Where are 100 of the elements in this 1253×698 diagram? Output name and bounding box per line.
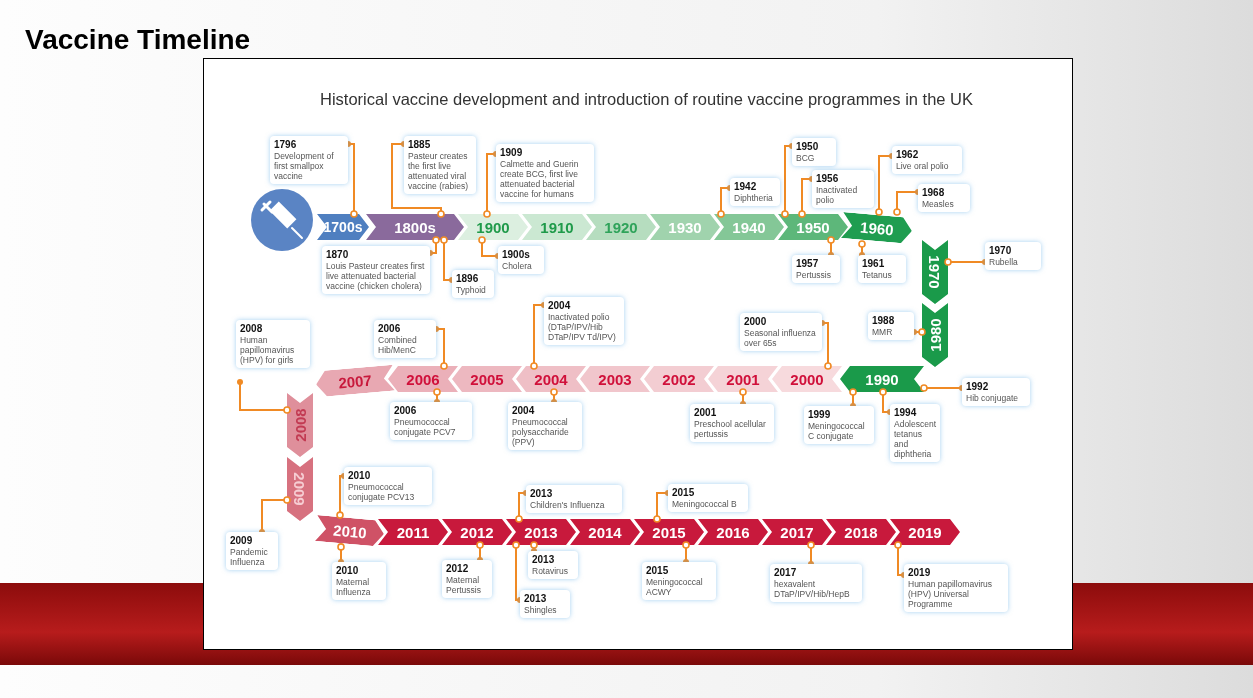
- year-label: 2006: [394, 405, 418, 417]
- leader-line: [550, 388, 558, 405]
- callout-card: [812, 170, 874, 208]
- event-text: Pneumococcal conjugate PCV7: [394, 417, 457, 437]
- leader-line: [944, 258, 988, 266]
- callout-card: [868, 312, 914, 340]
- event-text: Pneumococcal polysaccharide (PPV): [512, 417, 570, 447]
- leader-line: [827, 236, 835, 258]
- leader-line: [427, 236, 440, 256]
- leader-line: [433, 326, 448, 370]
- year-label: 1950: [796, 141, 820, 153]
- event-text: Adolescent tetanus and diphtheria: [894, 419, 936, 459]
- timeline-segment: 2014: [570, 519, 640, 545]
- timeline-segment: 1930: [650, 214, 720, 240]
- leader-line: [858, 240, 866, 258]
- event-text: Human papillomavirus (HPV) Universal Programme: [908, 579, 994, 609]
- callout-card: [544, 297, 624, 345]
- event-text: Shingles: [524, 605, 558, 615]
- event-text: Pertussis: [796, 270, 832, 280]
- leader-line: [781, 143, 795, 218]
- figure-heading: Historical vaccine development and introduction of routine vaccine programmes in the UK: [320, 90, 973, 109]
- leader-line: [920, 384, 965, 392]
- year-label: 2010: [336, 565, 360, 577]
- year-label: 2010: [348, 470, 372, 482]
- event-text: Cholera: [502, 261, 533, 271]
- callout-card: [498, 246, 544, 274]
- leader-line: [345, 141, 358, 218]
- event-text: Measles: [922, 199, 955, 209]
- leader-line: [849, 388, 857, 409]
- event-text: Maternal Pertussis: [446, 575, 482, 595]
- event-text: Development of first smallpox vaccine: [274, 151, 335, 181]
- timeline-segment: 1920: [586, 214, 656, 240]
- event-text: Combined Hib/MenC: [378, 335, 418, 355]
- year-label: 2019: [908, 567, 932, 579]
- year-label: 1999: [808, 409, 832, 421]
- leader-line: [259, 496, 291, 535]
- year-label: 1942: [734, 181, 758, 193]
- year-label: 2006: [378, 323, 402, 335]
- year-label: 1994: [894, 407, 918, 419]
- leader-line: [483, 151, 499, 218]
- event-text: Meningococcal B: [672, 499, 738, 509]
- callout-card: [322, 246, 430, 294]
- year-label: 1988: [872, 315, 896, 327]
- callout-card: [668, 484, 748, 512]
- event-text: Live oral polio: [896, 161, 950, 171]
- year-label: 2013: [532, 554, 556, 566]
- event-text: hexavalent DTaP/IPV/Hib/HepB: [774, 579, 851, 599]
- event-text: Hib conjugate: [966, 393, 1019, 403]
- callout-card: [962, 378, 1030, 406]
- year-label: 1961: [862, 258, 886, 270]
- year-label: 1957: [796, 258, 820, 270]
- leader-line: [739, 388, 747, 407]
- year-label: 2015: [672, 487, 696, 499]
- event-text: Inactivated polio (DTaP/IPV/Hib DTaP/IPV Td/IPV): [548, 312, 617, 342]
- callout-card: [332, 562, 386, 600]
- callout-card: [890, 404, 940, 462]
- leader-line: [391, 141, 445, 218]
- event-text: Maternal Influenza: [336, 577, 372, 597]
- event-text: Pneumococcal conjugate PCV13: [348, 482, 416, 502]
- callout-card: [804, 406, 874, 444]
- timeline-segment: 2018: [826, 519, 896, 545]
- callout-card: [508, 402, 582, 450]
- callout-card: [730, 178, 780, 206]
- year-label: 1962: [896, 149, 920, 161]
- callout-card: [858, 255, 906, 283]
- timeline-segment: 2016: [698, 519, 768, 545]
- leader-line: [476, 541, 484, 563]
- callout-card: [528, 551, 578, 579]
- leader-line: [819, 320, 832, 370]
- callout-card: [892, 146, 962, 174]
- callout-card: [792, 138, 836, 166]
- event-text: Meningococcal C conjugate: [808, 421, 866, 441]
- event-text: Preschool acellular pertussis: [694, 419, 767, 439]
- leader-line: [911, 328, 926, 336]
- year-label: 2004: [548, 300, 572, 312]
- leader-line: [478, 236, 501, 259]
- callout-card: [520, 590, 570, 618]
- timeline-segment: 2003: [580, 366, 650, 392]
- callout-card: [374, 320, 436, 358]
- slide-title: Vaccine Timeline: [25, 24, 251, 56]
- leader-line: [653, 490, 671, 523]
- year-label: 1870: [326, 249, 350, 261]
- callout-card: [792, 255, 840, 283]
- callout-card: [904, 564, 1008, 612]
- event-text: Typhoid: [456, 285, 487, 295]
- leader-line: [515, 490, 529, 523]
- event-text: Inactivated polio: [816, 185, 859, 205]
- year-label: 1992: [966, 381, 990, 393]
- callout-card: [642, 562, 716, 600]
- year-label: 2000: [744, 316, 768, 328]
- year-label: 2013: [524, 593, 548, 605]
- callout-card: [404, 136, 476, 194]
- callout-card: [390, 402, 472, 440]
- year-label: 1796: [274, 139, 298, 151]
- year-label: 2012: [446, 563, 470, 575]
- year-label: 2013: [530, 488, 554, 500]
- leader-line: [512, 541, 523, 603]
- leader-line: [894, 541, 907, 578]
- leader-line: [798, 176, 815, 218]
- callout-card: [526, 485, 622, 513]
